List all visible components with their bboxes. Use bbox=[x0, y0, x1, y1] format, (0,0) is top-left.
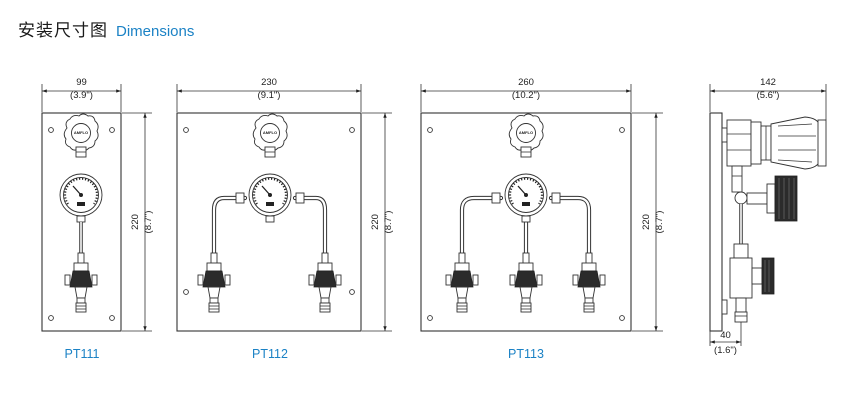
model-label-pt111: PT111 bbox=[65, 347, 100, 361]
drawing-pt112: 230 (9.1") AMFLO 220 (8.7") PT112 bbox=[176, 77, 394, 361]
side-gauge bbox=[731, 165, 798, 222]
height-dimension-pt113: 220 (8.7") bbox=[632, 112, 665, 332]
width-dimension-pt112: 230 (9.1") bbox=[176, 77, 362, 112]
title-chinese: 安装尺寸图 bbox=[18, 21, 108, 41]
page-title: 安装尺寸图 Dimensions bbox=[18, 16, 194, 41]
manifold-tubing-pt113 bbox=[459, 192, 592, 259]
side-outlet-valve bbox=[729, 204, 775, 323]
brand-mark: AMFLO bbox=[74, 130, 88, 135]
plate-mm: 40 bbox=[720, 330, 731, 341]
height-in-pt111: (8.7") bbox=[143, 211, 154, 234]
width-in-pt111: (3.9") bbox=[70, 90, 93, 101]
width-mm-pt112: 230 bbox=[261, 77, 277, 88]
width-mm-pt113: 260 bbox=[518, 77, 534, 88]
model-label-pt113: PT113 bbox=[508, 347, 544, 361]
plate-thickness-dimension: 40 (1.6") bbox=[709, 322, 742, 356]
depth-in: (5.6") bbox=[757, 90, 780, 101]
side-regulator bbox=[726, 116, 827, 170]
brand-mark: AMFLO bbox=[263, 130, 277, 135]
model-label-pt112: PT112 bbox=[252, 347, 288, 361]
width-dimension-pt113: 260 (10.2") bbox=[420, 77, 632, 112]
drawing-pt111: 99 (3.9") AMFLO 220 (8.7") PT111 bbox=[41, 77, 154, 361]
side-plate bbox=[709, 112, 723, 332]
height-dimension-pt111: 220 (8.7") bbox=[122, 112, 154, 332]
width-in-pt113: (10.2") bbox=[512, 90, 540, 101]
title-english: Dimensions bbox=[116, 23, 195, 40]
height-in-pt112: (8.7") bbox=[383, 211, 394, 234]
height-dimension-pt112: 220 (8.7") bbox=[362, 112, 394, 332]
drawing-pt113: 260 (10.2") AMFLO 220 (8.7") PT1 bbox=[420, 77, 665, 361]
brand-mark: AMFLO bbox=[519, 130, 533, 135]
drawing-side-view: 142 (5.6") bbox=[709, 77, 827, 356]
height-in-pt113: (8.7") bbox=[654, 211, 665, 234]
height-mm-pt112: 220 bbox=[370, 214, 381, 230]
width-in-pt112: (9.1") bbox=[258, 90, 281, 101]
depth-mm: 142 bbox=[760, 77, 776, 88]
width-mm-pt111: 99 bbox=[76, 77, 87, 88]
plate-in: (1.6") bbox=[714, 345, 737, 356]
width-dimension-pt111: 99 (3.9") bbox=[41, 77, 122, 112]
height-mm-pt113: 220 bbox=[641, 214, 652, 230]
depth-dimension: 142 (5.6") bbox=[709, 77, 827, 120]
manifold-tubing-pt112 bbox=[211, 192, 328, 259]
height-mm-pt111: 220 bbox=[130, 214, 141, 230]
